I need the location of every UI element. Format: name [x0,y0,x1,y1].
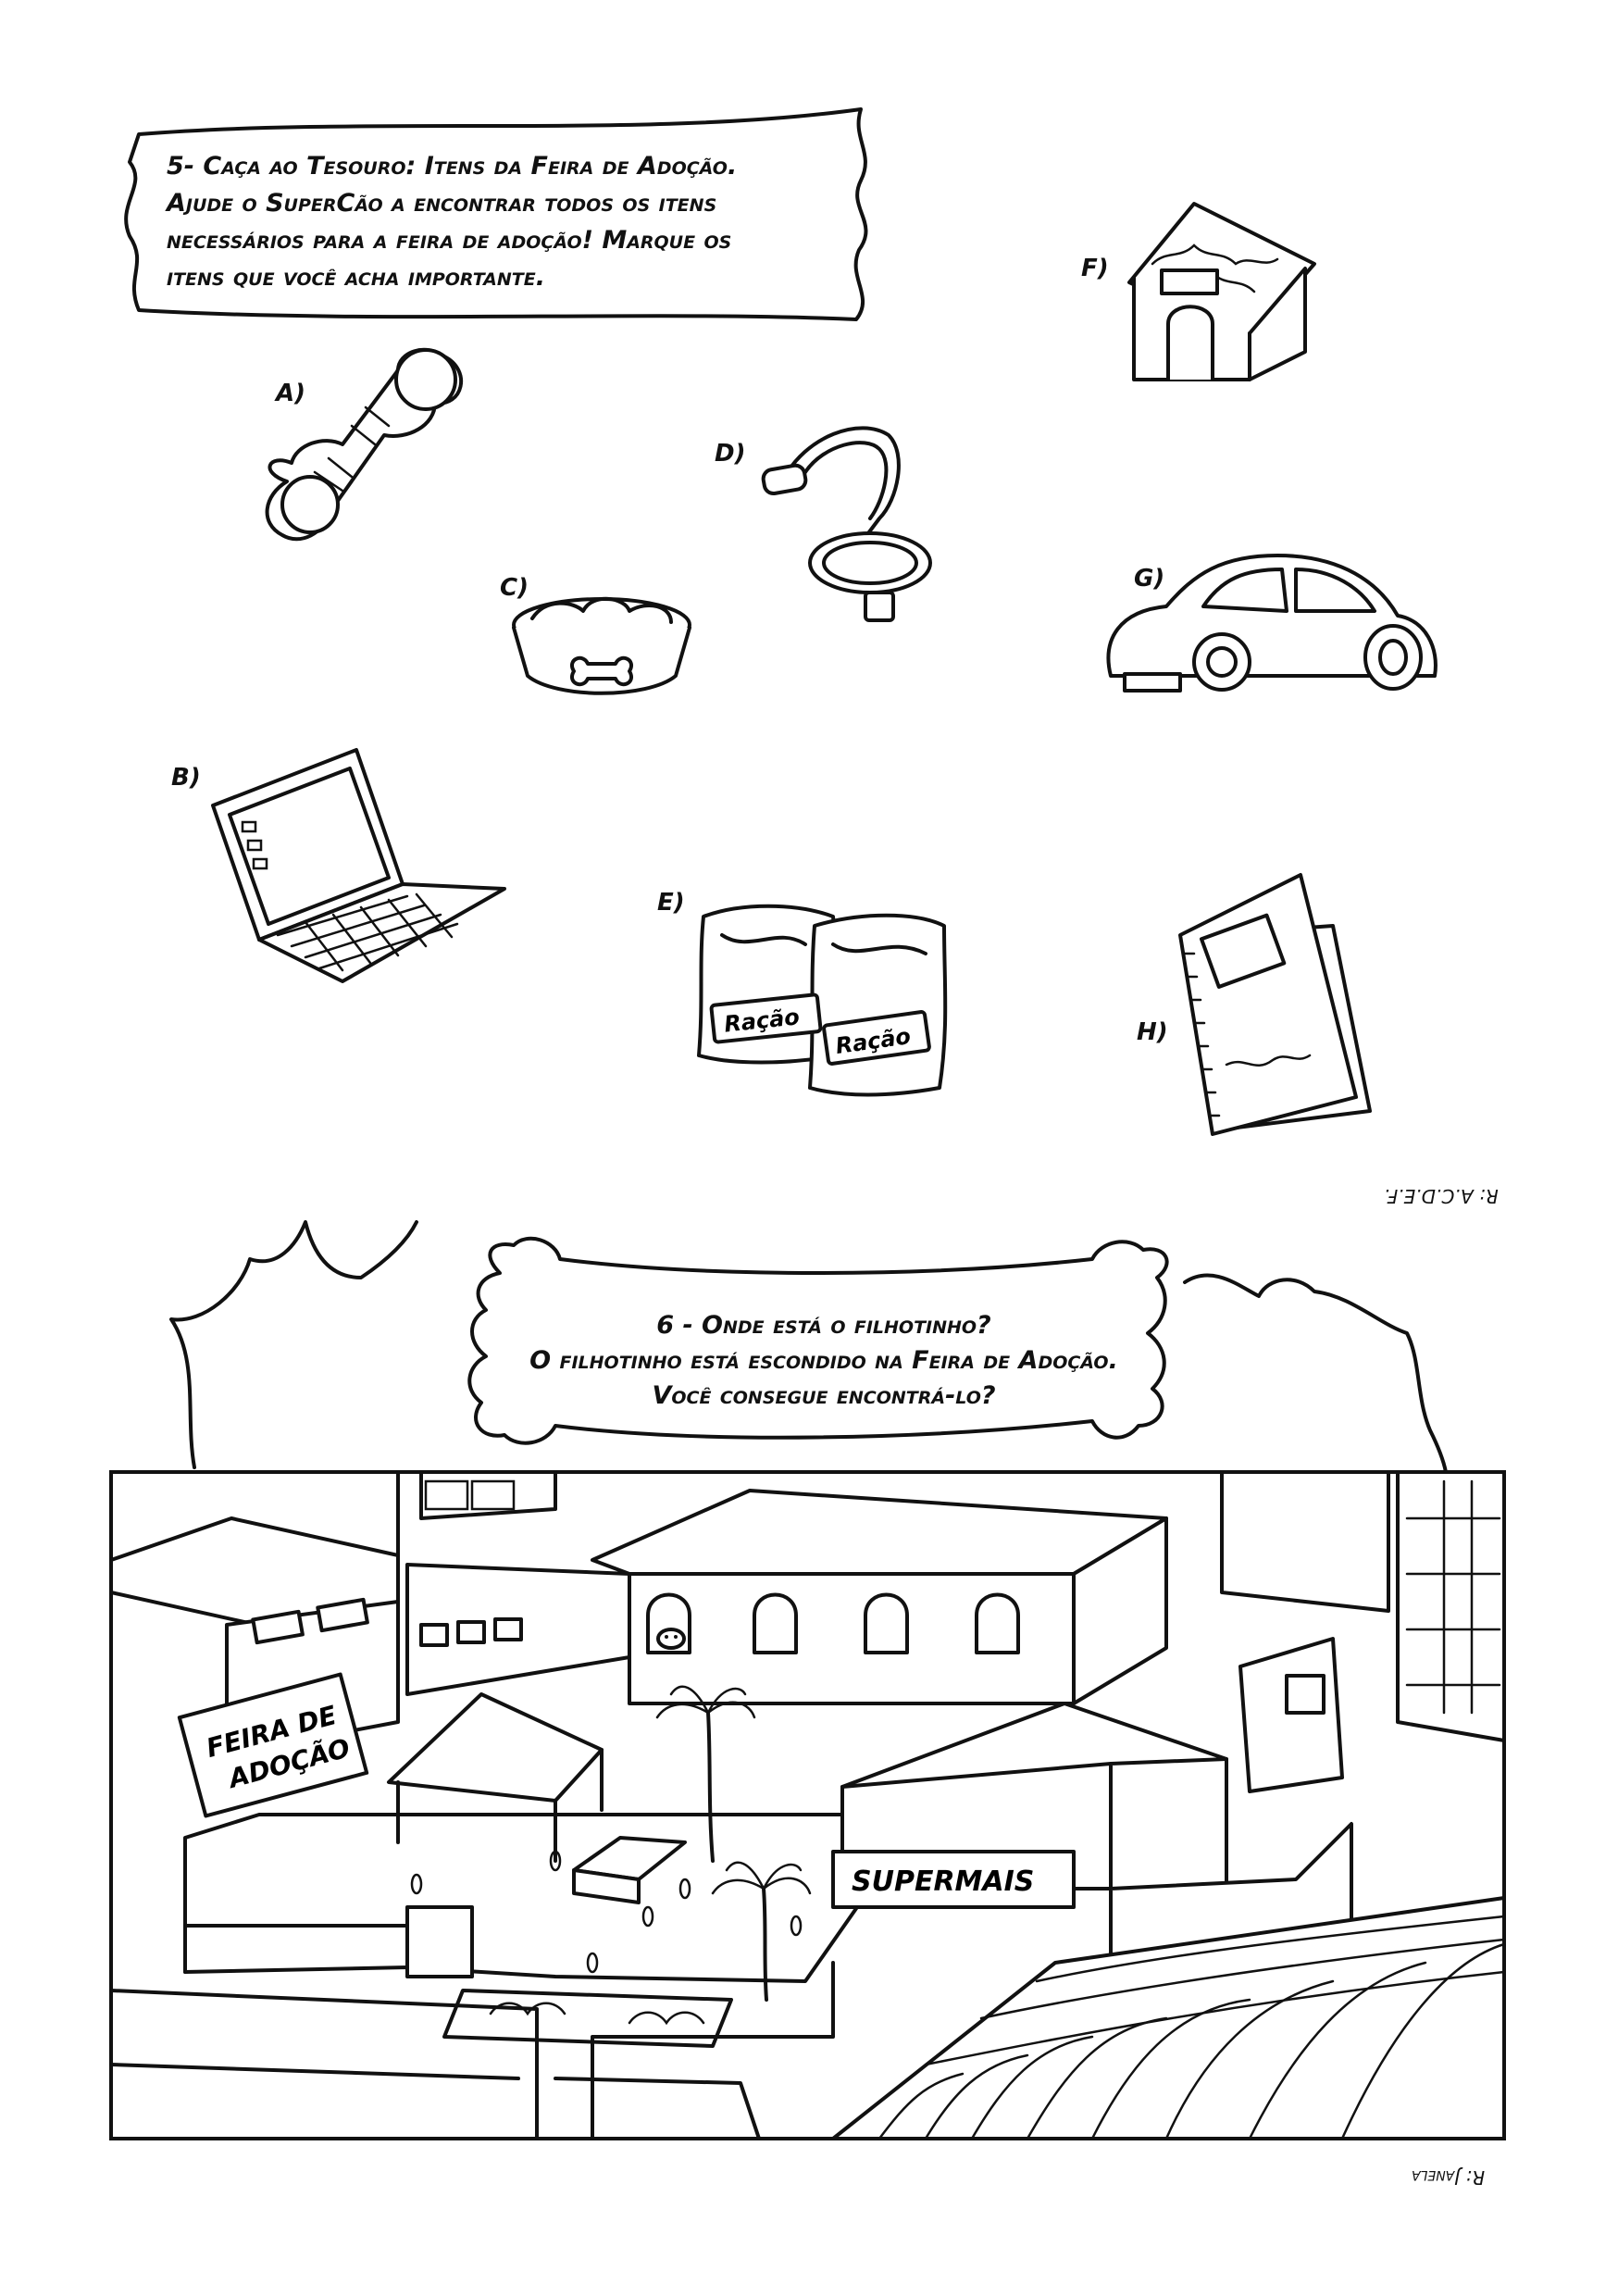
activity5-line-4: itens que você acha importante. [167,263,545,292]
activity5-line-2: Ajude o SuperCão a encontrar todos os it… [167,189,717,218]
activity6-instructions: 6 - Onde está o filhotinho? O filhotinho… [481,1308,1166,1414]
activity6-line-1: 6 - Onde está o filhotinho? [656,1311,991,1340]
item-label-f: F) [1081,255,1109,282]
item-label-h: H) [1137,1018,1168,1046]
activity6-line-3: Você consegue encontrá-lo? [652,1381,996,1410]
item-label-e: E) [657,889,685,917]
item-label-b: B) [171,764,201,792]
item-label-c: C) [500,574,529,602]
activity5-line-3: necessários para a feira de adoção! Marq… [167,226,732,255]
activity6-answer: R: Janela [1412,2166,1486,2189]
activity5-line-1: 5- Caça ao Tesouro: Itens da Feira de Ad… [167,152,738,181]
sign-supermais: SUPERMAIS [852,1866,1034,1898]
activity6-line-2: O filhotinho está escondido na Feira de … [529,1346,1118,1375]
hidden-puppy-icon [656,1628,686,1650]
activity5-instructions: 5- Caça ao Tesouro: Itens da Feira de Ad… [167,148,852,296]
item-label-d: D) [715,440,746,468]
item-label-a: A) [276,380,306,407]
item-label-g: G) [1134,565,1165,593]
